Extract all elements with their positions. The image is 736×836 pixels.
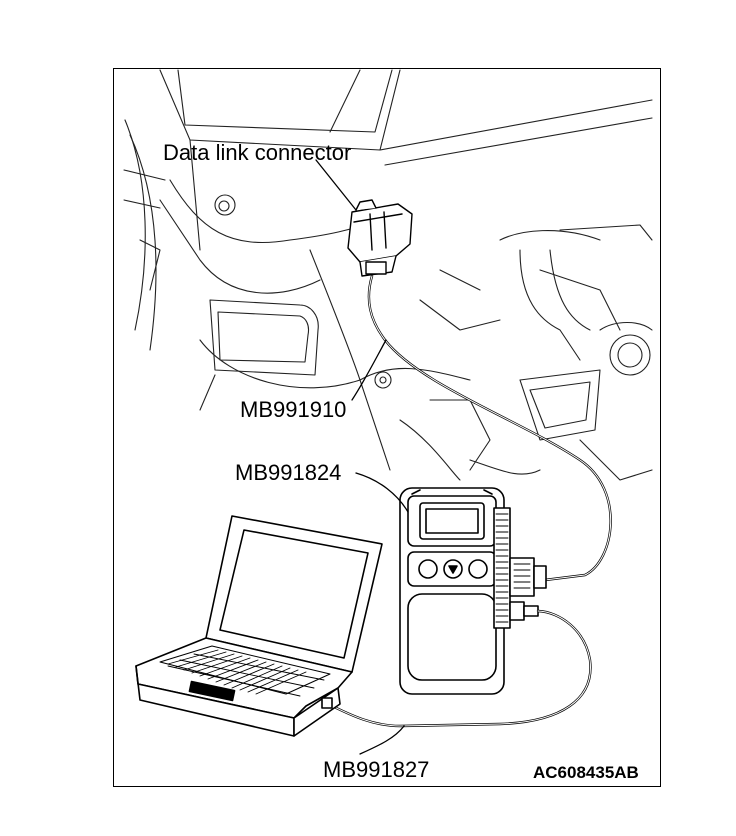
mb991910-label: MB991910 bbox=[240, 397, 347, 422]
leader-mb991824 bbox=[355, 472, 409, 513]
vehicle-interior-linework bbox=[123, 69, 653, 481]
data-link-connector bbox=[347, 199, 413, 277]
leader-data-link-connector bbox=[315, 159, 357, 211]
figure-frame bbox=[113, 68, 661, 787]
mb991827-label: MB991827 bbox=[323, 757, 430, 782]
data-link-connector-label: Data link connector bbox=[163, 140, 352, 165]
cable-mb991827-inner bbox=[327, 610, 591, 727]
leader-lines bbox=[315, 159, 409, 755]
mb991824-label: MB991824 bbox=[235, 460, 342, 485]
interface-mb991824 bbox=[399, 487, 547, 695]
cable-mb991910-inner bbox=[368, 275, 612, 581]
leader-mb991910 bbox=[351, 339, 387, 401]
leader-mb991827 bbox=[359, 725, 405, 755]
laptop-computer bbox=[135, 515, 383, 737]
figure-id-label: AC608435AB bbox=[533, 763, 639, 782]
